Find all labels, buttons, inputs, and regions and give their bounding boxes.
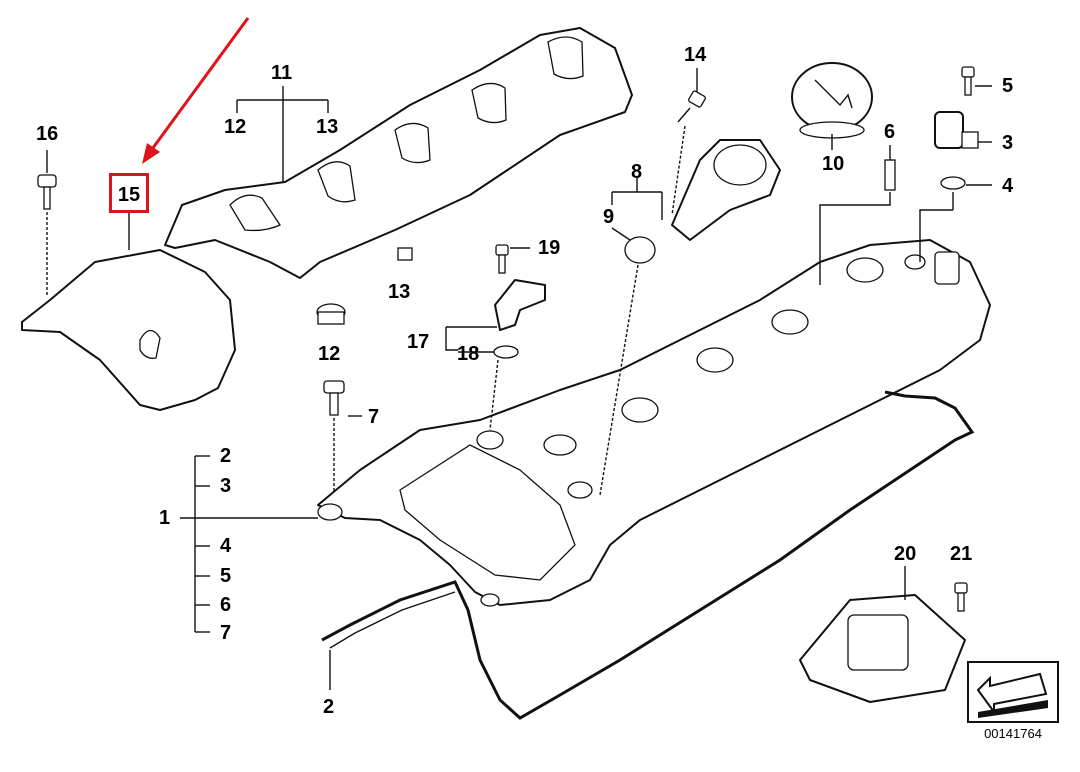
label-7-screw: 7 [368,406,380,428]
label-17: 17 [407,331,430,353]
label-6-right: 6 [884,121,896,143]
label-2-bracket: 2 [220,445,232,467]
label-21: 21 [950,543,973,565]
label-14: 14 [684,44,707,66]
label-18: 18 [457,343,480,365]
label-12-grommet: 12 [318,343,341,365]
label-13: 13 [316,116,339,138]
label-5-right: 5 [1002,75,1014,97]
engine-cover-part-11 [164,27,633,279]
screw-part-14 [677,90,706,123]
clip-part-13 [397,247,413,261]
gasket-part-2 [321,390,975,720]
label-20: 20 [894,543,917,565]
screw-part-7 [323,380,345,416]
label-19: 19 [538,237,561,259]
filler-neck-part-8 [671,139,781,241]
label-1: 1 [159,507,171,529]
screw-part-16 [37,174,57,210]
oil-filler-cap-part-10 [791,62,873,139]
screw-part-21 [954,582,968,612]
side-cover-part-15 [21,249,236,411]
label-4-bracket: 4 [220,535,232,557]
o-ring-part-9 [624,236,656,264]
valve-cover-part-1 [317,239,991,607]
label-13-clip: 13 [388,281,411,303]
view-direction-arrow-icon [967,661,1059,723]
sensor-part-17 [494,279,546,331]
label-9: 9 [603,206,615,228]
callout-bracket-1 [180,455,318,633]
sensor-part-3 [934,111,979,149]
label-16: 16 [36,123,59,145]
o-ring-part-18 [493,345,519,359]
label-15: 15 [117,184,141,206]
label-2-gasket: 2 [323,696,335,718]
module-part-20 [799,594,966,703]
label-11: 11 [271,62,293,84]
screw-part-19 [495,244,509,274]
screw-part-5 [961,66,975,96]
red-pointer-arrow [142,17,250,164]
seal-ring-part-4 [940,176,966,190]
highlighted-part-15-box: 15 [109,173,149,213]
label-6-bracket: 6 [220,594,232,616]
stud-part-6 [884,159,896,191]
label-5-bracket: 5 [220,565,232,587]
label-4-right: 4 [1002,175,1014,197]
label-7-bracket: 7 [220,622,232,644]
label-8: 8 [631,161,643,183]
label-3-bracket: 3 [220,475,232,497]
label-3-right: 3 [1002,132,1014,154]
grommet-part-12 [316,303,346,325]
label-12: 12 [224,116,247,138]
label-10: 10 [822,153,845,175]
diagram-code: 00141764 [984,726,1042,741]
